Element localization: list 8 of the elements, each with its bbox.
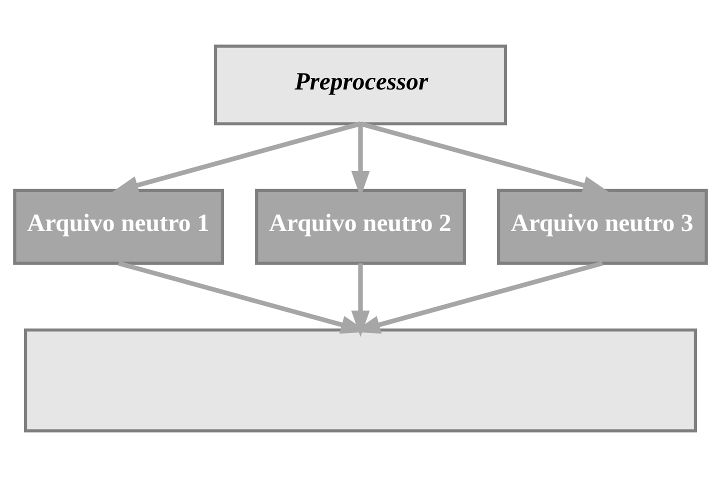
node-box: Arquivo neutro 1 <box>13 188 224 265</box>
node-box: Arquivo neutro 3 <box>496 188 708 265</box>
node-box: Preprocessor <box>214 44 508 126</box>
arrow <box>112 122 362 194</box>
node-box: Arquivo neutro 2 <box>255 188 466 265</box>
node-box <box>24 328 698 432</box>
arrow <box>351 263 370 338</box>
arrow <box>360 122 610 194</box>
